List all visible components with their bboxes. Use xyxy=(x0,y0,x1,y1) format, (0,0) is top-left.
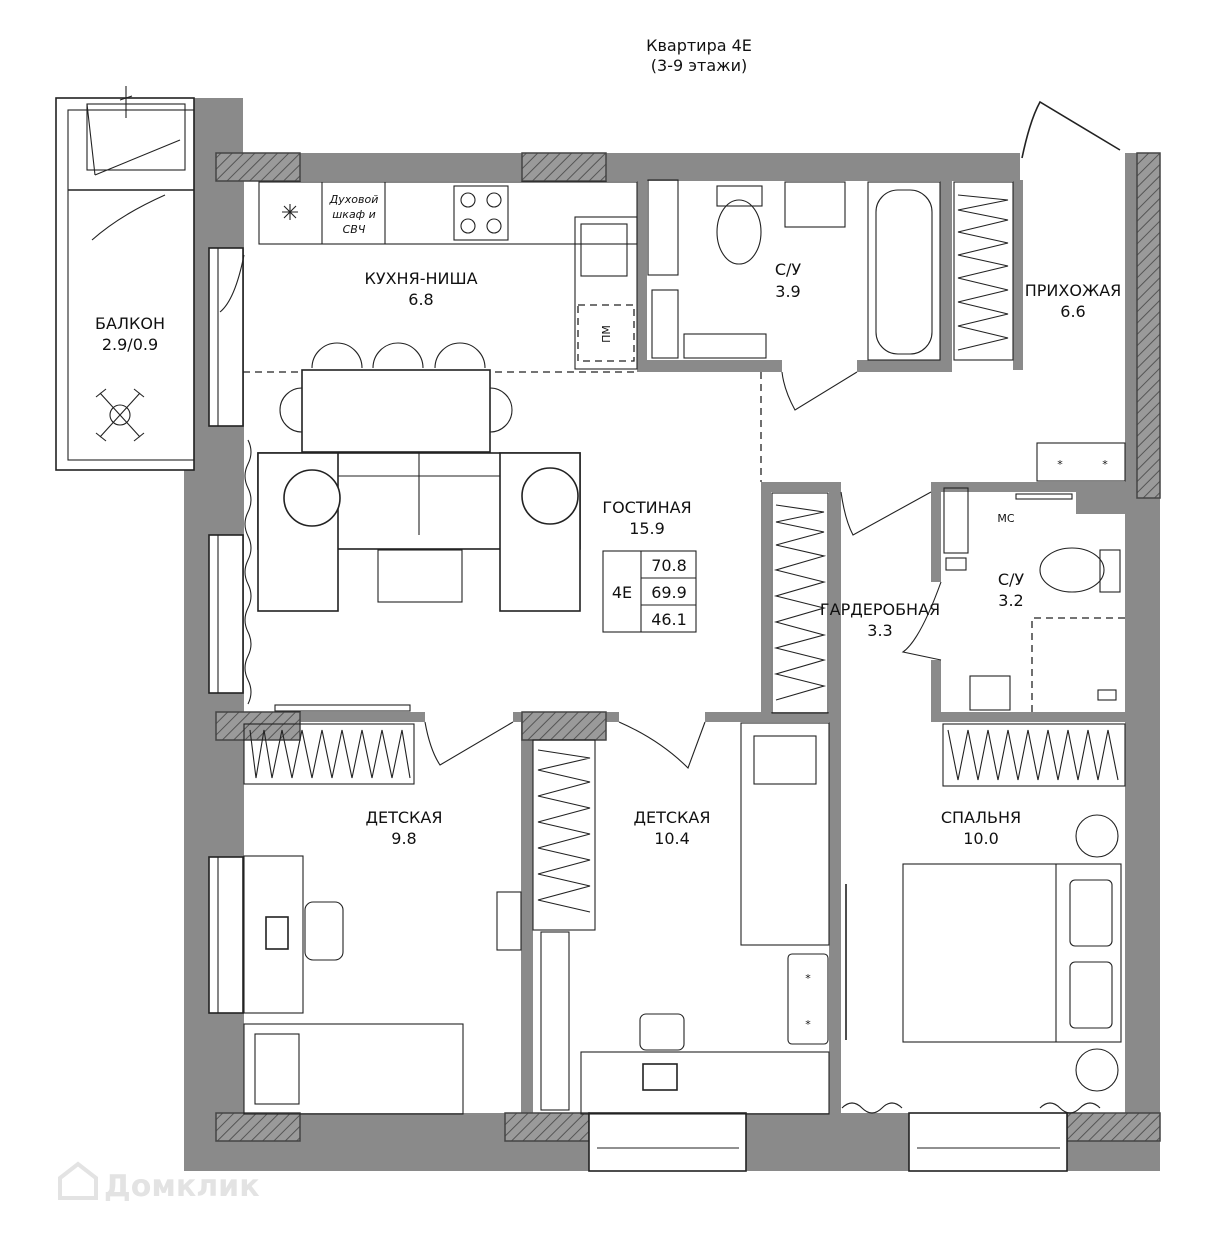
room-area-living: 15.9 xyxy=(629,519,665,538)
dressing-room-racks xyxy=(771,492,829,714)
room-area-kitchen: 6.8 xyxy=(408,290,433,309)
svg-text:*: * xyxy=(805,1018,811,1031)
room-name-wardrobe: ГАРДЕРОБНАЯ xyxy=(820,600,940,619)
tv-stand xyxy=(274,704,411,712)
room-name-kids1: ДЕТСКАЯ xyxy=(366,808,443,827)
room-name-kids2: ДЕТСКАЯ xyxy=(634,808,711,827)
kids1-furniture xyxy=(243,723,522,1115)
walls xyxy=(184,98,1160,1171)
watermark: Домклик xyxy=(58,1161,260,1204)
fridge-snowflake-icon xyxy=(282,204,298,220)
doors xyxy=(219,254,942,769)
svg-text:*: * xyxy=(1057,458,1063,471)
dining-set xyxy=(279,342,513,453)
plan-title: Квартира 4Е xyxy=(646,36,752,55)
house-logo-icon xyxy=(58,1161,98,1200)
room-area-balcony: 2.9/0.9 xyxy=(102,335,158,354)
room-area-bedroom: 10.0 xyxy=(963,829,999,848)
room-area-wardrobe: 3.3 xyxy=(867,621,892,640)
room-area-hall: 6.6 xyxy=(1060,302,1085,321)
watermark-text: Домклик xyxy=(104,1169,260,1204)
washer-label: МС xyxy=(997,512,1014,525)
plant-icon xyxy=(95,388,145,442)
room-area-kids1: 9.8 xyxy=(391,829,416,848)
plan-subtitle: (3-9 этажи) xyxy=(651,56,747,75)
bathroom-2-fixtures: МС xyxy=(943,487,1125,712)
kids2-furniture: * * xyxy=(532,722,830,1115)
room-name-bath2: С/У xyxy=(998,570,1025,589)
total-area: 70.8 xyxy=(651,556,687,575)
hall-wardrobe xyxy=(953,181,1014,361)
apartment-code: 4E xyxy=(612,583,632,602)
room-name-kitchen: КУХНЯ-НИША xyxy=(364,269,477,288)
oven-label-2: шкаф и xyxy=(332,208,376,221)
bedroom-furniture xyxy=(845,723,1126,1092)
room-area-bath2: 3.2 xyxy=(998,591,1023,610)
bathroom-1-fixtures xyxy=(647,179,941,361)
room-name-bedroom: СПАЛЬНЯ xyxy=(941,808,1021,827)
room-name-hall: ПРИХОЖАЯ xyxy=(1025,281,1122,300)
room-labels: БАЛКОН 2.9/0.9 КУХНЯ-НИША 6.8 С/У 3.9 ПР… xyxy=(95,260,1121,848)
room-name-bath1: С/У xyxy=(775,260,802,279)
room-area-kids2: 10.4 xyxy=(654,829,690,848)
svg-text:*: * xyxy=(1102,458,1108,471)
hall-cabinet: * * xyxy=(1036,442,1126,482)
curtains xyxy=(244,439,1101,1114)
sofa xyxy=(257,452,581,612)
columns xyxy=(215,152,1161,1142)
room-name-living: ГОСТИНАЯ xyxy=(602,498,691,517)
dishwasher-label: ПМ xyxy=(600,325,613,343)
balcony xyxy=(55,86,195,471)
room-name-balcony: БАЛКОН xyxy=(95,314,165,333)
oven-label-3: СВЧ xyxy=(343,223,366,236)
area-summary-table: 4E 70.8 69.9 46.1 xyxy=(602,550,697,633)
entrance-door xyxy=(1021,100,1121,159)
windows xyxy=(208,247,1068,1172)
svg-text:*: * xyxy=(805,972,811,985)
room-area-bath1: 3.9 xyxy=(775,282,800,301)
stove-icon xyxy=(453,185,509,241)
area-without-balcony: 69.9 xyxy=(651,583,687,602)
oven-label-1: Духовой xyxy=(329,193,379,206)
living-area: 46.1 xyxy=(651,610,687,629)
